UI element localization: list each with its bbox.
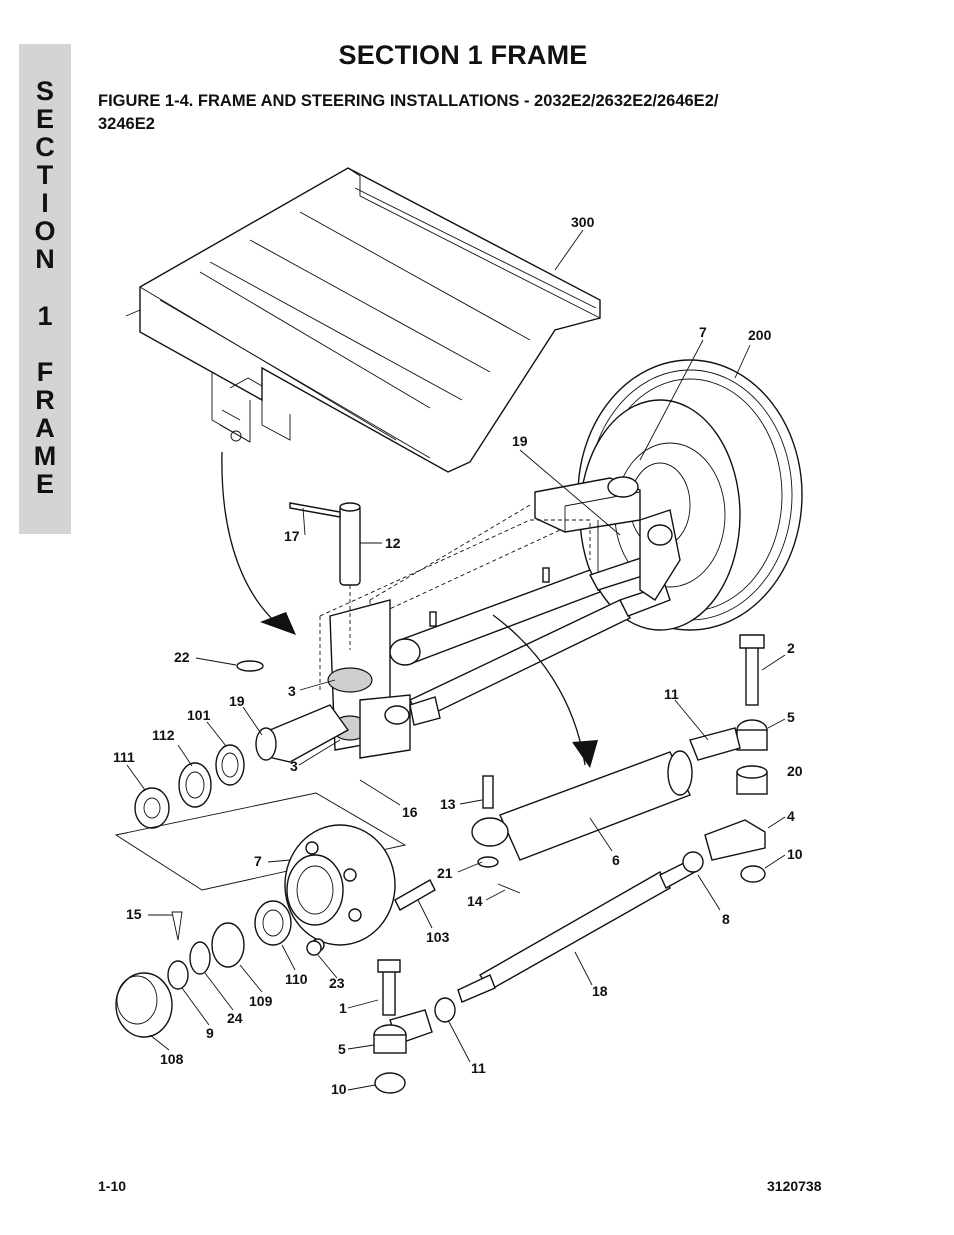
callout-label: 15: [126, 906, 142, 922]
callout-label: 16: [402, 804, 418, 820]
callout-label: 14: [467, 893, 483, 909]
side-tab-letter: R: [35, 385, 55, 415]
page-number: 1-10: [98, 1178, 127, 1194]
hub-bearings: [134, 744, 245, 829]
figure-title: FIGURE 1-4. FRAME AND STEERING INSTALLAT…: [98, 92, 719, 110]
spindle-assembly: [255, 599, 411, 763]
tie-rod-lower: [434, 851, 704, 1023]
figure-title-continued: 3246E2: [98, 115, 155, 133]
leader-lines: [126, 229, 786, 1091]
side-tab-letter: O: [34, 216, 56, 246]
side-tab-letter: N: [35, 244, 55, 274]
callout-label: 23: [329, 975, 345, 991]
callout-labels: 300 7 200 19 17 12 22 3 19 101 112 111 3…: [113, 214, 803, 1097]
callout-label: 111: [113, 749, 135, 765]
callout-label: 19: [229, 693, 245, 709]
callout-label: 7: [254, 853, 262, 869]
steering-cylinder: [471, 750, 693, 894]
callout-label: 200: [748, 327, 772, 343]
tie-rod-upper: [389, 476, 681, 726]
callout-label: 112: [152, 727, 175, 743]
callout-label: 24: [227, 1010, 243, 1026]
section-side-tab: S E C T I O N 1 F R A M E: [19, 44, 71, 534]
side-tab-letter: M: [33, 441, 57, 471]
callout-label: 11: [471, 1060, 486, 1076]
callout-label: 2: [787, 640, 795, 656]
lower-left-hardware: [373, 959, 433, 1094]
callout-label: 10: [787, 846, 803, 862]
section-title: SECTION 1 FRAME: [338, 40, 588, 70]
callout-label: 7: [699, 324, 707, 340]
callout-label: 3: [288, 683, 296, 699]
side-tab-letter: S: [35, 76, 54, 106]
king-pin: [289, 502, 361, 650]
side-tab-letter: T: [36, 160, 54, 190]
callout-label: 5: [338, 1041, 346, 1057]
assembly-arrows: [221, 451, 598, 768]
callout-label: 12: [385, 535, 401, 551]
side-tab-letter: C: [35, 132, 55, 162]
callout-label: 20: [787, 763, 803, 779]
side-tab-letter: E: [35, 104, 54, 134]
side-tab-letter: F: [36, 357, 54, 387]
callout-label: 103: [426, 929, 450, 945]
callout-label: 18: [592, 983, 608, 999]
upper-right-hardware: [689, 634, 768, 883]
callout-label: 13: [440, 796, 456, 812]
wheel-hub: [284, 824, 396, 952]
callout-label: 1: [339, 1000, 347, 1016]
callout-label: 9: [206, 1025, 214, 1041]
callout-label: 19: [512, 433, 528, 449]
callout-label: 21: [437, 865, 453, 881]
callout-label: 10: [331, 1081, 347, 1097]
side-tab-letter: I: [41, 188, 49, 218]
washer-22: [236, 660, 264, 672]
callout-label: 22: [174, 649, 190, 665]
callout-label: 6: [612, 852, 620, 868]
callout-label: 4: [787, 808, 795, 824]
wheel-stud: [394, 879, 436, 911]
document-number: 3120738: [767, 1178, 822, 1194]
frame-illustration: [125, 167, 601, 473]
side-tab-letter: A: [35, 413, 55, 443]
callout-label: 11: [664, 686, 679, 702]
callout-label: 3: [290, 758, 298, 774]
dust-seal-outline: [114, 792, 407, 891]
callout-label: 110: [285, 971, 308, 987]
side-tab-letter: E: [35, 469, 54, 499]
callout-label: 101: [187, 707, 211, 723]
callout-label: 17: [284, 528, 300, 544]
callout-label: 108: [160, 1051, 184, 1067]
callout-label: 8: [722, 911, 730, 927]
callout-label: 300: [571, 214, 595, 230]
hub-front-parts: [115, 900, 322, 1038]
callout-label: 5: [787, 709, 795, 725]
callout-label: 109: [249, 993, 273, 1009]
side-tab-letter: 1: [37, 301, 53, 331]
